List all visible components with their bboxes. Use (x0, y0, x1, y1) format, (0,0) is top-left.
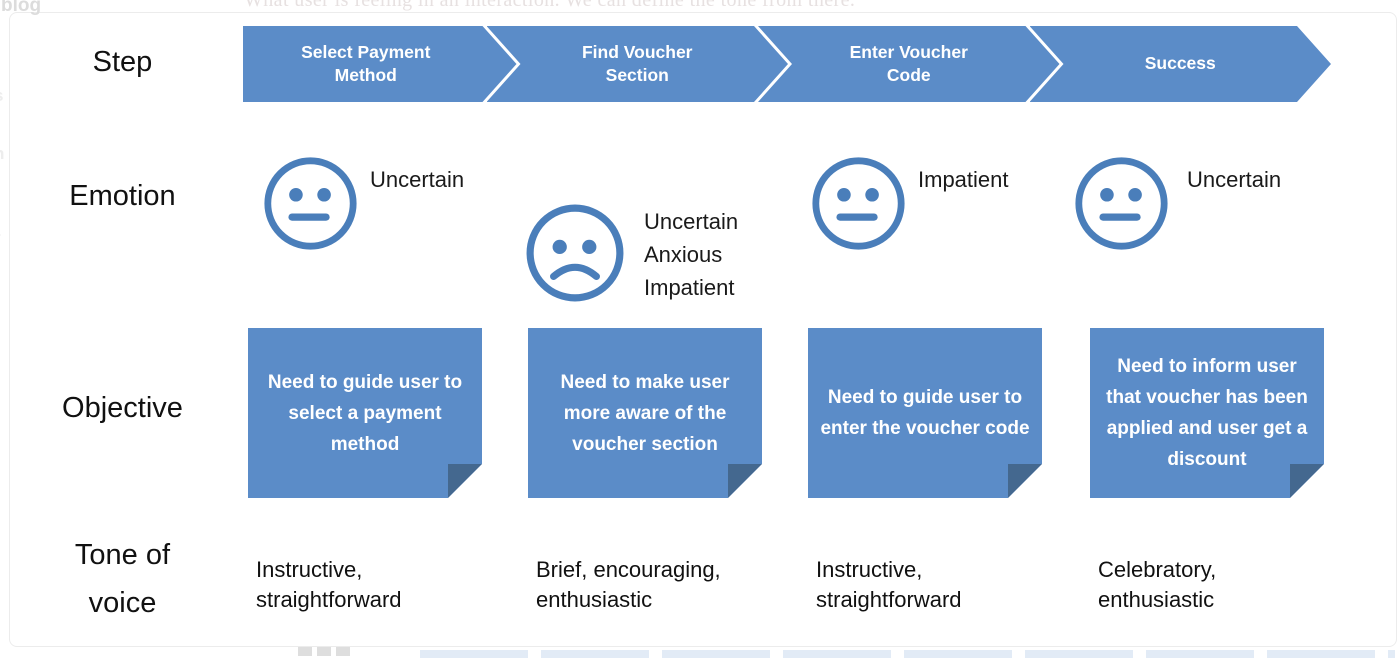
emotion-label: Uncertain (370, 167, 465, 192)
objective-text: Need to guide user to enter the voucher … (820, 387, 1030, 439)
neutral-face-icon (264, 157, 357, 250)
objective-text: Need to guide user to select a payment m… (267, 371, 463, 455)
tone-of-voice-text: Instructive, straightforward (256, 557, 402, 612)
step-chevron-success: Success (1030, 26, 1332, 102)
emotion-label: Impatient (918, 167, 1009, 192)
faded-left-fragment: s (0, 86, 3, 106)
background-artifacts (420, 650, 1395, 658)
faded-left-fragment: blog (1, 0, 42, 16)
row-label-emotion: Emotion (69, 180, 176, 212)
step-chevron-banner: Select Payment Method Find Voucher Secti… (243, 26, 1331, 102)
neutral-face-icon (1075, 157, 1168, 250)
row-label-step: Step (92, 46, 153, 78)
sad-face-icon (526, 204, 624, 302)
emotion-label: Uncertain (1187, 167, 1282, 192)
step-label: Enter Voucher Code (849, 41, 968, 85)
tone-of-voice-text: Instructive, straightforward (816, 557, 962, 612)
neutral-face-icon (812, 157, 905, 250)
row-label-objective: Objective (62, 392, 183, 424)
faded-text-fragment (298, 647, 350, 656)
objective-sticky-note: Need to make user more aware of the vouc… (528, 328, 762, 498)
row-label-tone-of-voice: Tone of voice (74, 539, 171, 619)
tone-of-voice-text: Celebratory, enthusiastic (1098, 557, 1217, 612)
step-label: Success (1144, 53, 1216, 74)
step-chevron-select-payment: Select Payment Method (243, 26, 517, 102)
step-chevron-find-voucher: Find Voucher Section (487, 26, 789, 102)
objective-text: Need to make user more aware of the vouc… (560, 371, 730, 455)
faded-left-fragment: r (0, 228, 1, 248)
objective-sticky-note: Need to guide user to select a payment m… (248, 328, 482, 498)
faded-left-fragment: n (0, 144, 4, 164)
step-label: Find Voucher Section (581, 41, 693, 85)
objective-sticky-note: Need to guide user to enter the voucher … (808, 328, 1042, 498)
faded-top-text: What user is feeling in an interaction. … (244, 0, 856, 11)
tone-of-voice-text: Brief, encouraging, enthusiastic (536, 557, 721, 612)
objective-text: Need to inform user that voucher has bee… (1106, 356, 1308, 470)
step-label: Select Payment Method (301, 41, 431, 85)
emotion-label: Uncertain Anxious Impatient (644, 209, 739, 300)
objective-sticky-note: Need to inform user that voucher has bee… (1090, 328, 1324, 498)
step-chevron-enter-voucher: Enter Voucher Code (758, 26, 1060, 102)
